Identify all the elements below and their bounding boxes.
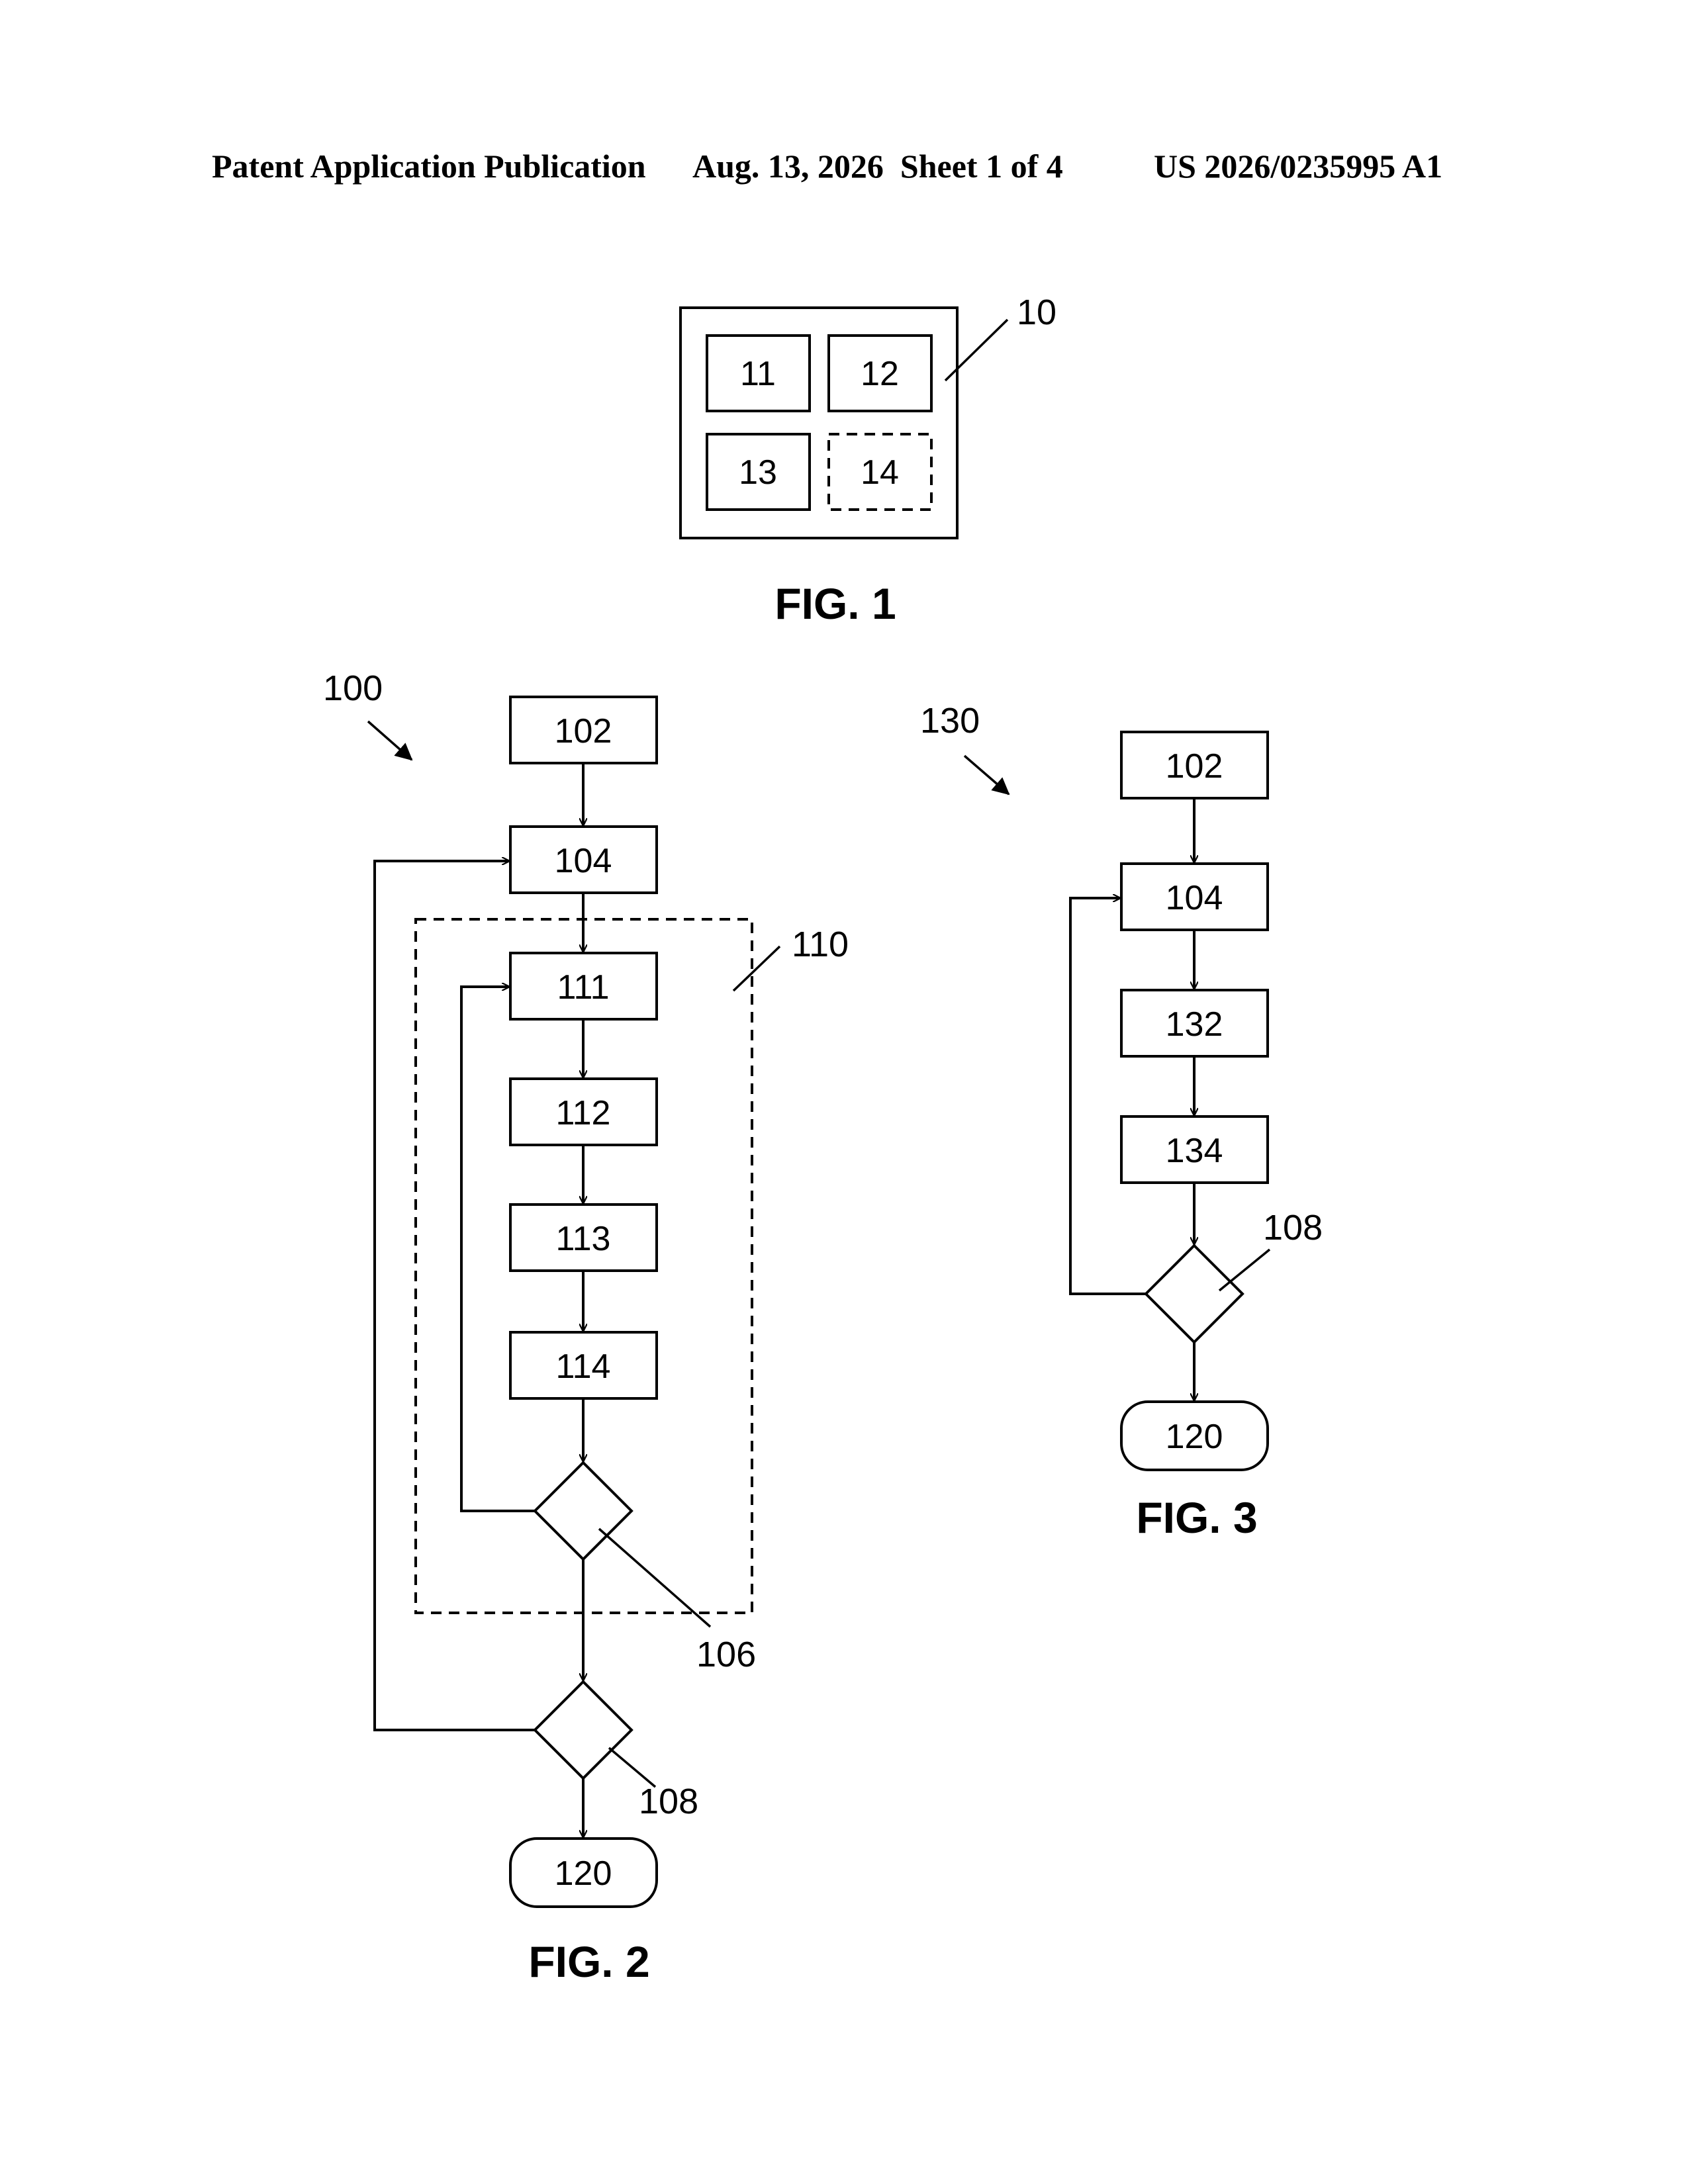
fig2-decision-108 bbox=[535, 1682, 632, 1778]
fig2-ref-100: 100 bbox=[323, 668, 383, 708]
fig2-caption: FIG. 2 bbox=[528, 1937, 649, 1986]
fig3-ref-130: 130 bbox=[920, 701, 980, 741]
fig2-ref-110-leader bbox=[733, 946, 780, 991]
fig2-step-113-label: 113 bbox=[556, 1220, 611, 1258]
fig3-step-104-label: 104 bbox=[1166, 879, 1223, 917]
fig1-diagram: 11 12 13 14 10 FIG. 1 bbox=[680, 293, 1056, 628]
fig2-ref-110: 110 bbox=[792, 925, 849, 964]
fig2-ref-100-arrow bbox=[368, 721, 412, 760]
fig2-step-111-label: 111 bbox=[557, 968, 609, 1007]
fig1-module-12-label: 12 bbox=[861, 355, 899, 393]
fig1-caption: FIG. 1 bbox=[774, 579, 896, 628]
fig3-loop-108-to-104 bbox=[1070, 898, 1146, 1294]
fig1-module-13-label: 13 bbox=[739, 453, 777, 492]
fig2-step-114-label: 114 bbox=[556, 1347, 611, 1386]
fig2-step-104-label: 104 bbox=[555, 842, 612, 880]
page-header: Patent Application Publication Aug. 13, … bbox=[212, 148, 1442, 185]
fig2-end-120-label: 120 bbox=[555, 1854, 612, 1893]
header-publication-number: US 2026/0235995 A1 bbox=[1154, 148, 1442, 185]
fig3-caption: FIG. 3 bbox=[1136, 1493, 1257, 1542]
fig3-decision-108 bbox=[1146, 1246, 1243, 1342]
fig3-step-132-label: 132 bbox=[1166, 1005, 1223, 1044]
fig3-ref-130-arrow bbox=[964, 756, 1009, 794]
fig1-ref-10: 10 bbox=[1017, 293, 1056, 332]
fig1-module-11-label: 11 bbox=[740, 355, 776, 393]
fig3-step-102-label: 102 bbox=[1166, 747, 1223, 786]
fig3-flowchart: 130 102 104 132 134 120 108 FIG. 3 bbox=[920, 701, 1323, 1542]
fig3-step-134-label: 134 bbox=[1166, 1132, 1223, 1170]
fig1-module-14-label: 14 bbox=[861, 453, 899, 492]
fig3-end-120-label: 120 bbox=[1166, 1418, 1223, 1456]
fig3-ref-108-leader bbox=[1219, 1250, 1270, 1291]
fig2-ref-108: 108 bbox=[639, 1782, 698, 1821]
fig3-ref-108: 108 bbox=[1263, 1208, 1323, 1248]
header-date-sheet: Aug. 13, 2026 Sheet 1 of 4 bbox=[692, 148, 1063, 185]
fig2-flowchart: 100 110 102 104 111 112 113 114 120 bbox=[323, 668, 849, 1986]
fig2-step-102-label: 102 bbox=[555, 712, 612, 751]
header-publication-type: Patent Application Publication bbox=[212, 148, 646, 185]
fig2-ref-106: 106 bbox=[696, 1635, 756, 1674]
fig2-step-112-label: 112 bbox=[556, 1094, 611, 1132]
